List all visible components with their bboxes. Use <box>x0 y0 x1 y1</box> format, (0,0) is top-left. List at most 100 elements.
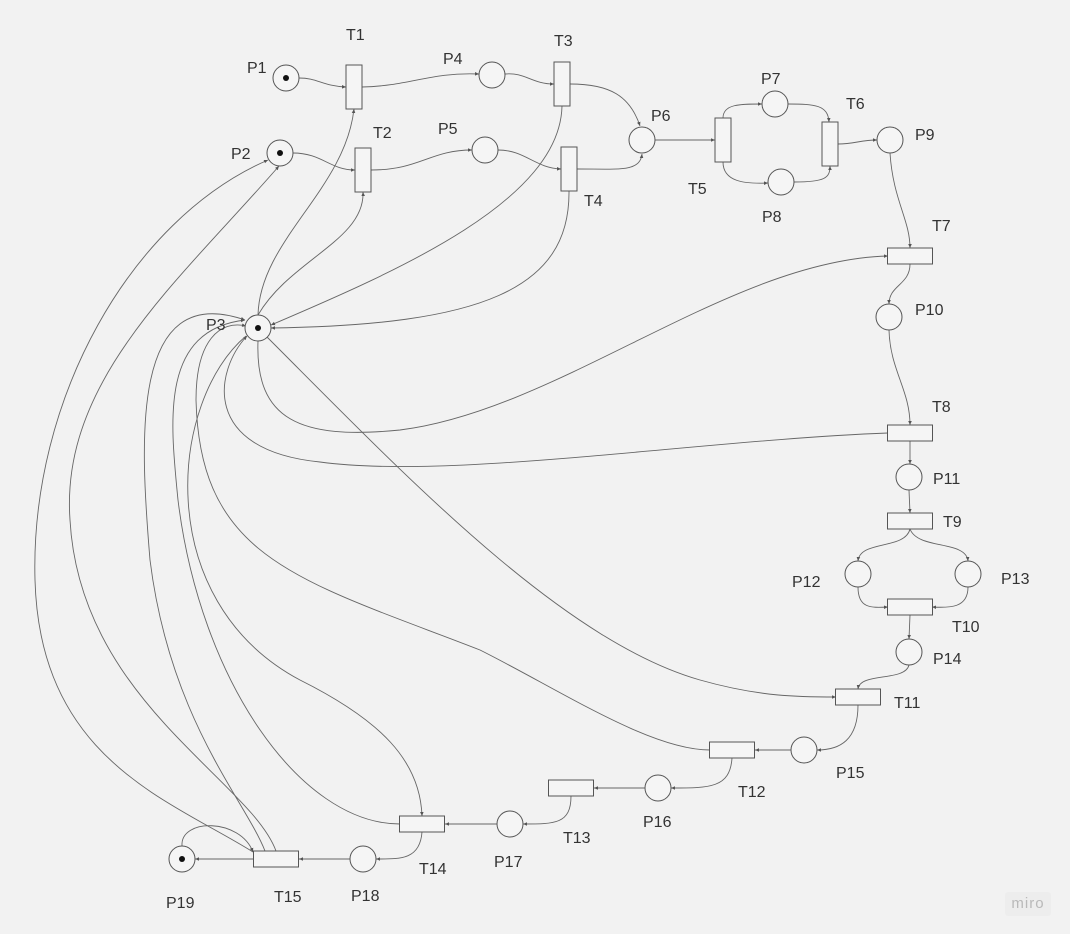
transition-t12[interactable] <box>709 741 755 759</box>
arc-p7-t6 <box>787 103 831 123</box>
place-circle[interactable] <box>761 90 789 118</box>
token-dot <box>179 856 185 862</box>
place-p16[interactable] <box>644 774 672 802</box>
place-p9[interactable] <box>876 126 904 154</box>
transition-label-t6: T6 <box>846 96 865 113</box>
place-p8[interactable] <box>767 168 795 196</box>
place-circle[interactable] <box>876 126 904 154</box>
arc-t2-p5 <box>370 148 473 171</box>
transition-t6[interactable] <box>821 121 839 167</box>
place-p4[interactable] <box>478 61 506 89</box>
place-p7[interactable] <box>761 90 789 118</box>
place-label-p5: P5 <box>438 121 458 138</box>
arc-t12-p3 <box>195 323 711 751</box>
place-label-p11: P11 <box>933 471 960 488</box>
arc-p3-t1 <box>257 108 356 316</box>
transition-t2[interactable] <box>354 147 372 193</box>
arc-t7-p10 <box>887 263 911 305</box>
place-circle[interactable] <box>844 560 872 588</box>
place-p12[interactable] <box>844 560 872 588</box>
arc-t11-p15 <box>816 704 859 752</box>
transition-label-t3: T3 <box>554 33 573 50</box>
arc-p19-t15 <box>181 825 254 853</box>
place-p13[interactable] <box>954 560 982 588</box>
nodes-layer <box>168 61 982 873</box>
place-circle[interactable] <box>954 560 982 588</box>
transition-t8[interactable] <box>887 424 933 442</box>
transition-t11[interactable] <box>835 688 881 706</box>
arc-p3-t7 <box>257 254 889 433</box>
arc-p2-t2 <box>292 152 356 172</box>
place-p11[interactable] <box>895 463 923 491</box>
arc-t15-p3 <box>143 313 266 852</box>
transition-label-t7: T7 <box>932 218 951 235</box>
place-circle[interactable] <box>790 736 818 764</box>
transition-t1[interactable] <box>345 64 363 110</box>
arc-t1-p4 <box>361 72 480 88</box>
place-p6[interactable] <box>628 126 656 154</box>
arc-p1-t1 <box>298 77 347 89</box>
place-circle[interactable] <box>644 774 672 802</box>
place-p18[interactable] <box>349 845 377 873</box>
arc-t5-p7 <box>722 102 763 119</box>
transition-t14[interactable] <box>399 815 445 833</box>
miro-watermark: miro <box>1005 892 1051 916</box>
token-dot <box>277 150 283 156</box>
arc-t4-p3 <box>270 190 570 330</box>
place-label-p16: P16 <box>643 814 672 831</box>
place-label-p6: P6 <box>651 108 671 125</box>
place-p3[interactable] <box>244 314 272 342</box>
place-label-p13: P13 <box>1001 571 1030 588</box>
token-dot <box>255 325 261 331</box>
transition-label-t1: T1 <box>346 27 365 44</box>
place-p19[interactable] <box>168 845 196 873</box>
transition-t4[interactable] <box>560 146 578 192</box>
place-p5[interactable] <box>471 136 499 164</box>
place-circle[interactable] <box>895 638 923 666</box>
transition-t15[interactable] <box>253 850 299 868</box>
place-p10[interactable] <box>875 303 903 331</box>
transition-label-t12: T12 <box>738 784 766 801</box>
arc-t3-p3 <box>270 105 563 326</box>
place-circle[interactable] <box>478 61 506 89</box>
place-circle[interactable] <box>875 303 903 331</box>
arc-p3-t11 <box>266 336 837 699</box>
transition-t3[interactable] <box>553 61 571 107</box>
place-label-p4: P4 <box>443 51 463 68</box>
place-circle[interactable] <box>349 845 377 873</box>
transition-t13[interactable] <box>548 779 594 797</box>
place-circle[interactable] <box>628 126 656 154</box>
transition-label-t2: T2 <box>373 125 392 142</box>
arc-t10-p14 <box>907 614 911 640</box>
place-p14[interactable] <box>895 638 923 666</box>
place-label-p3: P3 <box>206 317 226 334</box>
token-dot <box>283 75 289 81</box>
arc-p11-t9 <box>908 489 912 514</box>
place-label-p2: P2 <box>231 146 251 163</box>
transition-t5[interactable] <box>714 117 732 163</box>
place-label-p14: P14 <box>933 651 962 668</box>
transition-label-t8: T8 <box>932 399 951 416</box>
arc-t15-p2 <box>68 165 280 852</box>
place-circle[interactable] <box>767 168 795 196</box>
place-circle[interactable] <box>895 463 923 491</box>
place-circle[interactable] <box>496 810 524 838</box>
place-p15[interactable] <box>790 736 818 764</box>
arc-t4-p6 <box>576 153 644 170</box>
place-p1[interactable] <box>272 64 300 92</box>
place-circle[interactable] <box>471 136 499 164</box>
transition-label-t9: T9 <box>943 514 962 531</box>
transition-label-t11: T11 <box>894 695 920 712</box>
arc-p3-t2 <box>257 191 365 316</box>
transition-t10[interactable] <box>887 598 933 616</box>
arc-t8-p3 <box>223 335 889 468</box>
place-label-p18: P18 <box>351 888 380 905</box>
place-p2[interactable] <box>266 139 294 167</box>
transition-t9[interactable] <box>887 512 933 530</box>
arc-t14-p3 <box>172 318 401 825</box>
arc-t13-p17 <box>522 795 572 826</box>
transition-t7[interactable] <box>887 247 933 265</box>
transition-label-t10: T10 <box>952 619 980 636</box>
place-p17[interactable] <box>496 810 524 838</box>
